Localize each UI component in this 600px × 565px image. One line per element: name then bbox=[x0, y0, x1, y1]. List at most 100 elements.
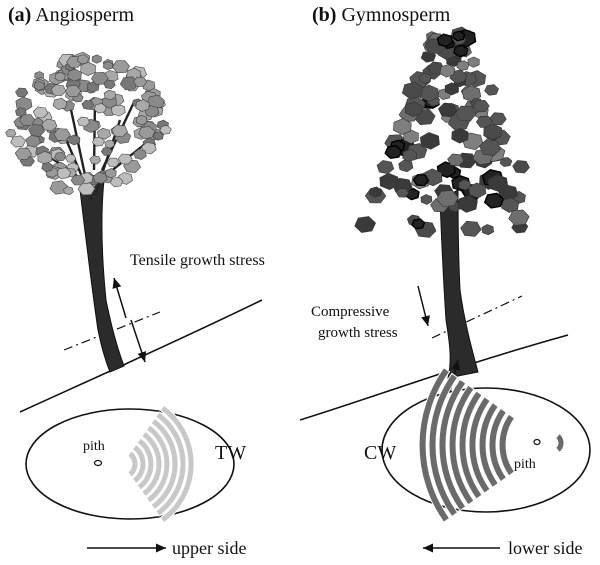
upper-side-label: upper side bbox=[172, 538, 247, 558]
tension-wood-ring bbox=[159, 404, 195, 524]
needle-cluster bbox=[447, 153, 465, 167]
leaf bbox=[52, 97, 68, 110]
leaf bbox=[64, 85, 82, 98]
needle-cluster bbox=[508, 209, 530, 226]
leaf bbox=[104, 139, 115, 149]
needle-cluster bbox=[461, 85, 482, 102]
needle-cluster bbox=[460, 220, 482, 237]
tension-wood-ring bbox=[131, 443, 147, 485]
leaf bbox=[19, 114, 36, 126]
needle-cluster bbox=[499, 157, 513, 167]
needle-cluster bbox=[402, 149, 418, 163]
tensile-arrow-up-head bbox=[112, 278, 122, 289]
pith-marker bbox=[93, 459, 103, 467]
needle-cluster bbox=[456, 60, 470, 71]
compression-wood-ring bbox=[428, 372, 459, 518]
tension-wood-ring bbox=[150, 417, 179, 511]
tension-wood-ring bbox=[145, 424, 171, 504]
leaf bbox=[135, 99, 150, 112]
leaf bbox=[92, 171, 108, 184]
leaf bbox=[32, 106, 49, 119]
needle-cluster bbox=[483, 192, 505, 209]
needle-cluster bbox=[419, 132, 440, 150]
needle-cluster bbox=[436, 190, 459, 207]
leaf bbox=[97, 127, 111, 140]
leaf bbox=[100, 147, 113, 156]
needle-cluster bbox=[457, 195, 478, 213]
needle-cluster bbox=[439, 64, 456, 78]
needle-cluster bbox=[384, 145, 403, 160]
needle-cluster bbox=[479, 139, 501, 157]
leaf bbox=[50, 84, 67, 97]
leaf bbox=[136, 114, 148, 126]
needle-cluster bbox=[398, 159, 414, 173]
needle-cluster bbox=[444, 82, 459, 96]
leaf bbox=[105, 168, 117, 179]
leaf bbox=[25, 134, 41, 148]
lower-side-arrow-head bbox=[423, 543, 433, 553]
tension-wood-ring bbox=[136, 437, 155, 491]
compressive-arrow-up-head bbox=[451, 360, 460, 371]
trunk bbox=[79, 179, 125, 373]
leaf bbox=[41, 118, 58, 132]
needle-cluster bbox=[379, 172, 399, 191]
needle-cluster bbox=[481, 224, 495, 236]
panel-a-letter: (a) bbox=[8, 4, 32, 26]
panel-a-name: Angiosperm bbox=[35, 4, 135, 26]
needle-cluster bbox=[420, 194, 433, 205]
tension-wood-label: TW bbox=[215, 442, 247, 464]
leaf bbox=[65, 154, 77, 163]
leaf bbox=[28, 124, 45, 137]
cross-section-outline bbox=[25, 408, 235, 520]
slope-line bbox=[299, 334, 569, 421]
needle-cluster bbox=[483, 123, 502, 141]
compression-wood-ring bbox=[448, 384, 475, 506]
needle-cluster bbox=[376, 160, 395, 175]
leaf bbox=[68, 134, 81, 146]
pith-label-a: pith bbox=[83, 439, 105, 454]
needle-cluster bbox=[368, 186, 383, 198]
needle-cluster bbox=[354, 216, 376, 233]
leaf bbox=[133, 148, 147, 160]
tensile-stress-label: Tensile growth stress bbox=[130, 252, 265, 269]
compressive-arrow-down-head bbox=[421, 315, 430, 326]
leaf bbox=[152, 131, 164, 141]
leaf bbox=[102, 61, 114, 71]
needle-cluster bbox=[472, 100, 490, 113]
leaf bbox=[77, 116, 90, 127]
needle-cluster bbox=[467, 56, 480, 68]
leaf bbox=[81, 99, 95, 110]
leaf bbox=[159, 125, 172, 135]
leaf bbox=[5, 128, 17, 138]
panel-a-title: (a) Angiosperm bbox=[8, 4, 134, 27]
needle-cluster bbox=[411, 218, 426, 230]
leaf bbox=[111, 124, 128, 138]
panel-b-letter: (b) bbox=[312, 4, 337, 26]
compression-wood-ring bbox=[458, 390, 483, 500]
tension-wood-ring bbox=[155, 411, 187, 517]
leaf bbox=[117, 153, 133, 165]
needle-cluster bbox=[436, 33, 454, 48]
leaf bbox=[15, 87, 29, 98]
leaf bbox=[106, 157, 120, 168]
slope-line bbox=[19, 299, 263, 413]
small-arc-ring bbox=[554, 432, 565, 454]
upper-side-arrow-head bbox=[156, 543, 166, 553]
needle-cluster bbox=[451, 127, 469, 144]
leaf bbox=[14, 147, 32, 161]
needle-cluster bbox=[418, 72, 432, 84]
leaf bbox=[133, 76, 148, 87]
tension-wood-ring bbox=[141, 430, 163, 498]
leaf bbox=[80, 61, 96, 77]
trunk bbox=[439, 189, 479, 379]
needle-cluster bbox=[454, 105, 477, 122]
compression-wood-ring bbox=[438, 378, 467, 512]
leaf bbox=[109, 176, 124, 188]
gymnosperm-illustration bbox=[299, 26, 591, 553]
tension-wood-ring bbox=[127, 450, 139, 478]
needle-cluster bbox=[427, 61, 445, 75]
leaf bbox=[10, 135, 26, 148]
needle-cluster bbox=[401, 81, 424, 100]
